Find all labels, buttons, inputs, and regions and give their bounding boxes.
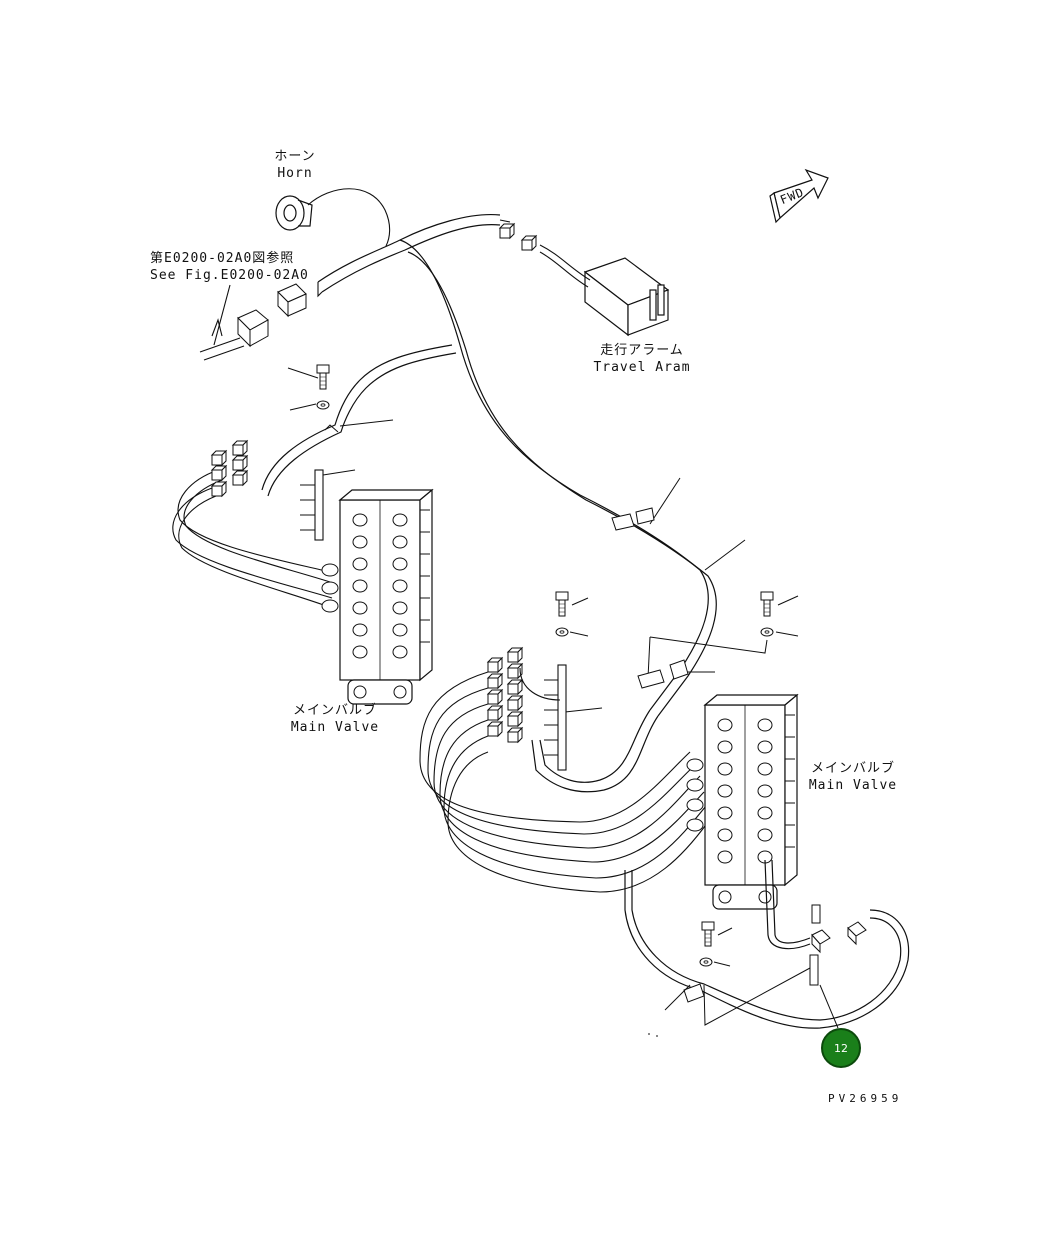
right-washer <box>760 627 774 637</box>
horn-label-jp: ホーン <box>274 149 316 164</box>
callout-badge[interactable]: 12 <box>821 1028 861 1068</box>
left-leaders <box>287 367 394 433</box>
left-connector-3 <box>211 481 227 497</box>
alarm-label-en: Travel Aram <box>593 360 691 375</box>
ref-label-jp: 第E0200-02A0図参照 <box>150 251 295 266</box>
mid-bolt <box>555 591 569 617</box>
left-connector-6 <box>232 470 248 486</box>
valve-right-label-en: Main Valve <box>808 778 898 793</box>
fwd-arrow-icon <box>769 168 829 224</box>
connector-2 <box>521 235 537 251</box>
bottom-washer <box>699 957 713 967</box>
main-valve-left <box>321 489 433 705</box>
main-valve-right <box>686 694 798 910</box>
harness-clamps <box>611 507 689 689</box>
alarm-label-jp: 走行アラーム <box>600 343 684 358</box>
ref-connectors <box>237 283 307 348</box>
alarm-lead <box>499 219 591 288</box>
mid-washer <box>555 627 569 637</box>
left-hoses <box>172 469 333 609</box>
left-washer <box>316 400 330 410</box>
ref-cable <box>199 284 245 361</box>
figure-code: PV26959 <box>828 1092 903 1105</box>
left-connector-2 <box>211 465 227 481</box>
travel-alarm <box>583 257 670 337</box>
right-bolt <box>760 591 774 617</box>
bottom-bolt <box>701 921 715 947</box>
left-bolt <box>316 364 330 390</box>
horn-lead <box>307 188 391 298</box>
bottom-harness <box>624 859 910 1029</box>
bottom-parts <box>683 904 867 1003</box>
valve-left-label-jp: メインバルブ <box>292 703 378 718</box>
horn-label-en: Horn <box>277 166 313 181</box>
left-connector-1 <box>211 450 227 466</box>
valve-right-label-jp: メインバルブ <box>810 761 896 776</box>
connector-1 <box>499 223 515 239</box>
left-connector-4 <box>232 440 248 456</box>
mid-leaders <box>564 477 799 713</box>
bottom-leaders <box>648 927 839 1037</box>
mid-connectors <box>487 647 523 743</box>
horn <box>275 195 313 231</box>
left-connector-5 <box>232 455 248 471</box>
right-hoses <box>419 667 709 893</box>
left-branch <box>261 344 457 497</box>
valve-left-label-en: Main Valve <box>290 720 380 735</box>
mid-bracket <box>544 664 567 771</box>
main-harness <box>317 213 717 793</box>
ref-label-en: See Fig.E0200-02A0 <box>150 268 309 283</box>
left-bracket <box>300 469 356 541</box>
